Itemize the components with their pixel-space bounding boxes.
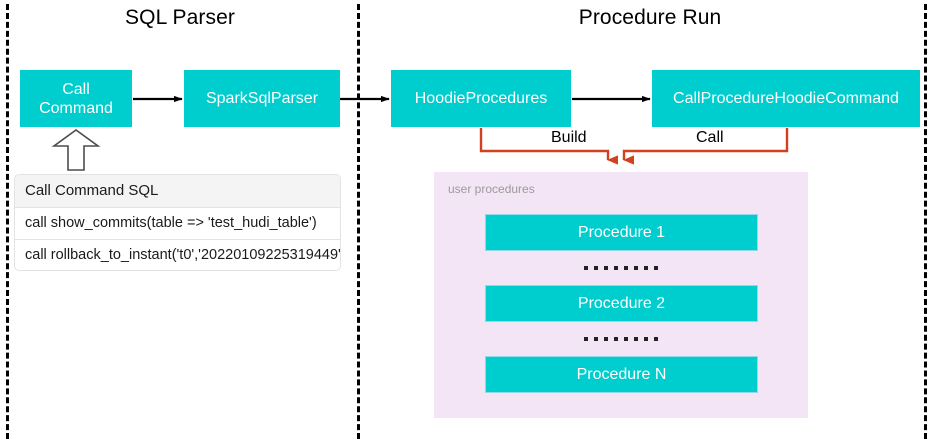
ellipsis-dot: [644, 337, 648, 341]
divider-dashed-right: [924, 4, 927, 439]
ellipsis-dot: [614, 266, 618, 270]
procedure-box-2[interactable]: Procedure 2: [485, 285, 758, 322]
call-command-sql-table: Call Command SQL call show_commits(table…: [14, 174, 341, 271]
sql-table-row: call rollback_to_instant('t0','202201092…: [15, 239, 340, 270]
ellipsis-dot: [654, 266, 658, 270]
procedure-box-n[interactable]: Procedure N: [485, 356, 758, 393]
arrow-sql-to-call-command-hollow: [51, 129, 101, 171]
node-call-procedure-hoodie-command[interactable]: CallProcedureHoodieCommand: [652, 70, 920, 127]
divider-dashed-left: [6, 4, 9, 439]
connector-build: [479, 128, 618, 165]
ellipsis-dot: [614, 337, 618, 341]
sql-table-row: call show_commits(table => 'test_hudi_ta…: [25, 215, 317, 231]
ellipsis-dot: [624, 266, 628, 270]
section-title-sql-parser: SQL Parser: [125, 6, 235, 29]
ellipsis-dot: [634, 337, 638, 341]
ellipsis-dot: [584, 337, 588, 341]
ellipsis-dot: [584, 266, 588, 270]
node-hoodie-procedures[interactable]: HoodieProcedures: [391, 70, 571, 127]
edge-label-call: Call: [696, 129, 724, 146]
ellipsis-dot: [594, 266, 598, 270]
ellipsis-dots-1: [584, 266, 658, 270]
section-title-procedure-run: Procedure Run: [578, 6, 722, 29]
ellipsis-dot: [604, 266, 608, 270]
user-procedures-label: user procedures: [448, 182, 535, 196]
node-call-command[interactable]: Call Command: [20, 70, 132, 127]
ellipsis-dot: [644, 266, 648, 270]
sql-table-header: Call Command SQL: [15, 175, 340, 208]
ellipsis-dot: [624, 337, 628, 341]
ellipsis-dots-2: [584, 337, 658, 341]
procedure-box-1[interactable]: Procedure 1: [485, 214, 758, 251]
ellipsis-dot: [594, 337, 598, 341]
ellipsis-dot: [604, 337, 608, 341]
node-spark-sql-parser[interactable]: SparkSqlParser: [184, 70, 340, 127]
divider-dashed-middle: [357, 4, 360, 439]
ellipsis-dot: [634, 266, 638, 270]
edge-label-build: Build: [551, 129, 587, 146]
ellipsis-dot: [654, 337, 658, 341]
